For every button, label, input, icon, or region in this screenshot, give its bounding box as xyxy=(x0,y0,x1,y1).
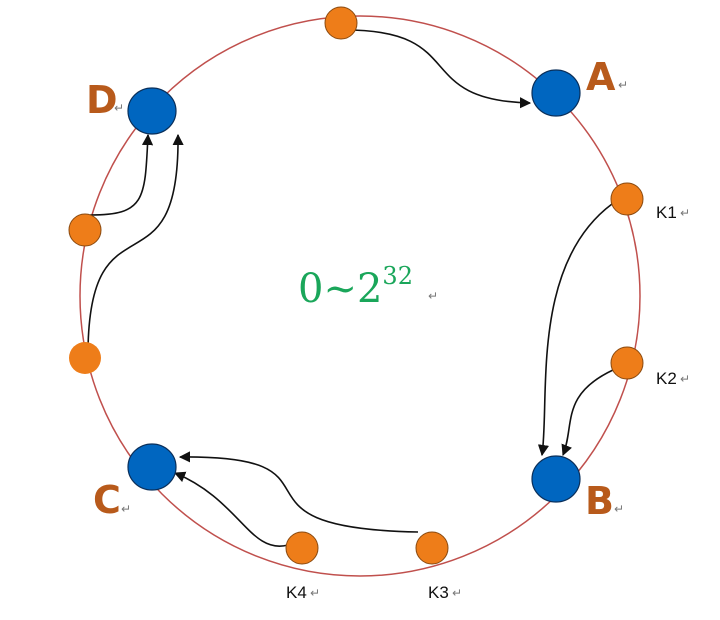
hash-ring xyxy=(79,15,641,577)
key-label-k3: K3 xyxy=(428,583,449,602)
server-node-c xyxy=(127,443,177,491)
return-mark-k4: ↵ xyxy=(310,586,320,600)
return-mark-d: ↵ xyxy=(114,101,124,115)
mapping-arrows xyxy=(87,29,614,547)
hash-range-label: 0~232 xyxy=(298,262,413,312)
key-node-k3 xyxy=(415,531,449,565)
return-mark-b: ↵ xyxy=(614,502,624,516)
return-mark-k2: ↵ xyxy=(680,372,690,386)
server-label-d: D xyxy=(86,78,118,122)
server-node-a xyxy=(531,69,581,117)
server-nodes xyxy=(127,69,581,503)
server-node-d xyxy=(127,87,177,135)
key-node-k4 xyxy=(285,531,319,565)
return-mark-k1: ↵ xyxy=(680,206,690,220)
return-mark-center: ↵ xyxy=(428,289,438,303)
arrow-k1-to-b xyxy=(537,203,613,457)
return-mark-c: ↵ xyxy=(121,502,131,516)
hash-range-base: 0~2 xyxy=(298,266,382,312)
key-label-k4: K4 xyxy=(286,583,307,602)
key-node-k2 xyxy=(610,346,644,380)
key-label-k1: K1 xyxy=(656,203,677,222)
server-label-a: A xyxy=(586,55,616,99)
key-node-top xyxy=(324,6,358,40)
key-nodes xyxy=(68,6,644,565)
arrow-left-upper-to-d xyxy=(89,133,154,216)
arrow-top-to-a xyxy=(344,29,532,109)
key-node-k1 xyxy=(610,182,644,216)
key-label-k2: K2 xyxy=(656,369,677,388)
arrow-k2-to-b xyxy=(561,369,614,457)
server-label-b: B xyxy=(585,479,614,523)
server-node-b xyxy=(531,455,581,503)
arrow-k3-to-c xyxy=(178,451,419,533)
hash-range-exponent: 32 xyxy=(382,262,413,290)
key-node-left-upper xyxy=(68,213,102,247)
arrow-left-lower-to-d xyxy=(87,133,184,351)
server-label-c: C xyxy=(93,478,121,522)
return-mark-a: ↵ xyxy=(618,78,628,92)
arrow-k4-to-c xyxy=(173,471,289,547)
key-node-left-lower xyxy=(69,342,101,374)
return-mark-k3: ↵ xyxy=(452,586,462,600)
